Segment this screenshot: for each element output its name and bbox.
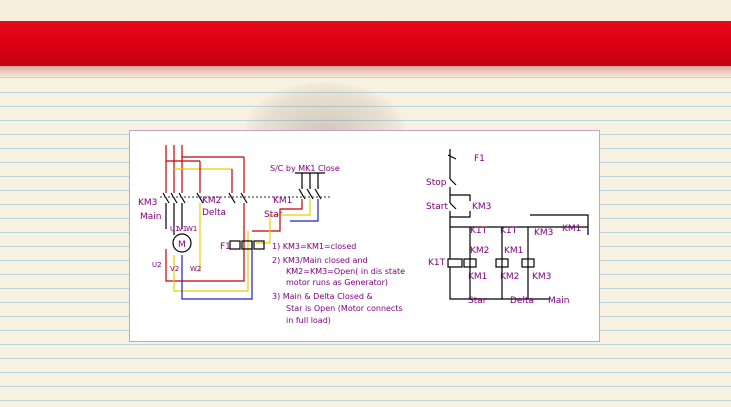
delta-label: Delta xyxy=(202,208,226,218)
km3-contacts xyxy=(162,192,186,204)
motor-label: M xyxy=(178,240,186,250)
overload-f1-element-2 xyxy=(241,240,253,250)
control-branches xyxy=(469,227,589,299)
ctrl-f1-label: F1 xyxy=(474,154,485,164)
v1-label: V1 xyxy=(178,225,187,233)
k1t-contact-b-label: K1T xyxy=(500,226,518,236)
star-delta-diagram-panel: KM3 Main KM2 Delta KM1 Star M F1 U1 V1 W… xyxy=(129,130,600,342)
top-band xyxy=(0,0,731,21)
k1t-coil-label: K1T xyxy=(428,258,446,268)
stop-label: Stop xyxy=(426,178,447,188)
km1-aux-loop xyxy=(530,214,589,227)
km1-interlock-label: KM1 xyxy=(504,246,523,256)
km3-outputs xyxy=(165,203,183,229)
km3-contact-b-label: KM3 xyxy=(534,228,553,238)
u2-delta-loop xyxy=(165,203,245,282)
coil-km2-box xyxy=(495,258,509,268)
km2-interlock-label: KM2 xyxy=(470,246,489,256)
w2-label: W2 xyxy=(190,265,201,273)
km1-line-2 xyxy=(256,199,311,244)
stop-button-contact xyxy=(449,178,457,203)
note-3a: 3) Main & Delta Closed & xyxy=(272,292,373,301)
coil-km1-label: KM1 xyxy=(468,272,487,282)
v2-label: V2 xyxy=(170,265,179,273)
note-2b: KM2=KM3=Open( in dis state xyxy=(286,267,405,276)
main-coil-label: Main xyxy=(548,296,570,306)
overload-f1-element-3 xyxy=(253,240,265,250)
delta-coil-label: Delta xyxy=(510,296,534,306)
km1-line-1 xyxy=(252,199,303,232)
coil-km3-label: KM3 xyxy=(532,272,551,282)
km3-label: KM3 xyxy=(138,198,157,208)
km3-hold-branch xyxy=(450,194,471,218)
w1-label: W1 xyxy=(186,225,197,233)
km1-label: KM1 xyxy=(273,196,292,206)
f1-label: F1 xyxy=(220,242,231,252)
motor-symbol xyxy=(172,233,192,253)
circuit-diagram: KM3 Main KM2 Delta KM1 Star M F1 U1 V1 W… xyxy=(138,145,589,325)
note-3c: in full load) xyxy=(286,316,331,325)
overload-f1-element-1 xyxy=(229,240,241,250)
sc-note: S/C by MK1 Close xyxy=(270,164,340,173)
star-coil-label: Star xyxy=(468,296,487,306)
u1-label: U1 xyxy=(170,225,180,233)
red-bar-shadow xyxy=(0,66,731,78)
u2-label: U2 xyxy=(152,261,162,269)
w2-delta-loop xyxy=(181,241,253,300)
start-label: Start xyxy=(426,202,448,212)
coil-km3-box xyxy=(521,258,535,268)
k1t-contact-a-label: K1T xyxy=(470,226,488,236)
main-label: Main xyxy=(140,212,162,222)
k1t-timer-coil xyxy=(447,258,463,268)
km3-hold-label: KM3 xyxy=(472,202,491,212)
coil-km2-label: KM2 xyxy=(500,272,519,282)
km1-line-3 xyxy=(290,199,319,222)
km2-out-a xyxy=(196,203,201,272)
v2-delta-loop xyxy=(173,231,249,292)
note-2c: motor runs as Generator) xyxy=(286,278,388,287)
km2-contacts xyxy=(196,192,248,204)
f1-contact xyxy=(447,154,457,179)
note-2a: 2) KM3/Main closed and xyxy=(272,256,368,265)
coil-km1-box xyxy=(463,258,477,268)
star-label: Star xyxy=(264,210,283,220)
km1-contact-b-label: KM1 xyxy=(562,224,581,234)
control-return xyxy=(449,267,550,300)
km2-label: KM2 xyxy=(202,196,221,206)
note-3b: Star is Open (Motor connects xyxy=(286,304,403,313)
note-1: 1) KM3=KM1=closed xyxy=(272,242,356,251)
start-button-contact xyxy=(449,202,457,227)
star-bridge xyxy=(295,172,325,189)
red-header-bar xyxy=(0,21,731,66)
km2-inputs xyxy=(199,157,245,193)
